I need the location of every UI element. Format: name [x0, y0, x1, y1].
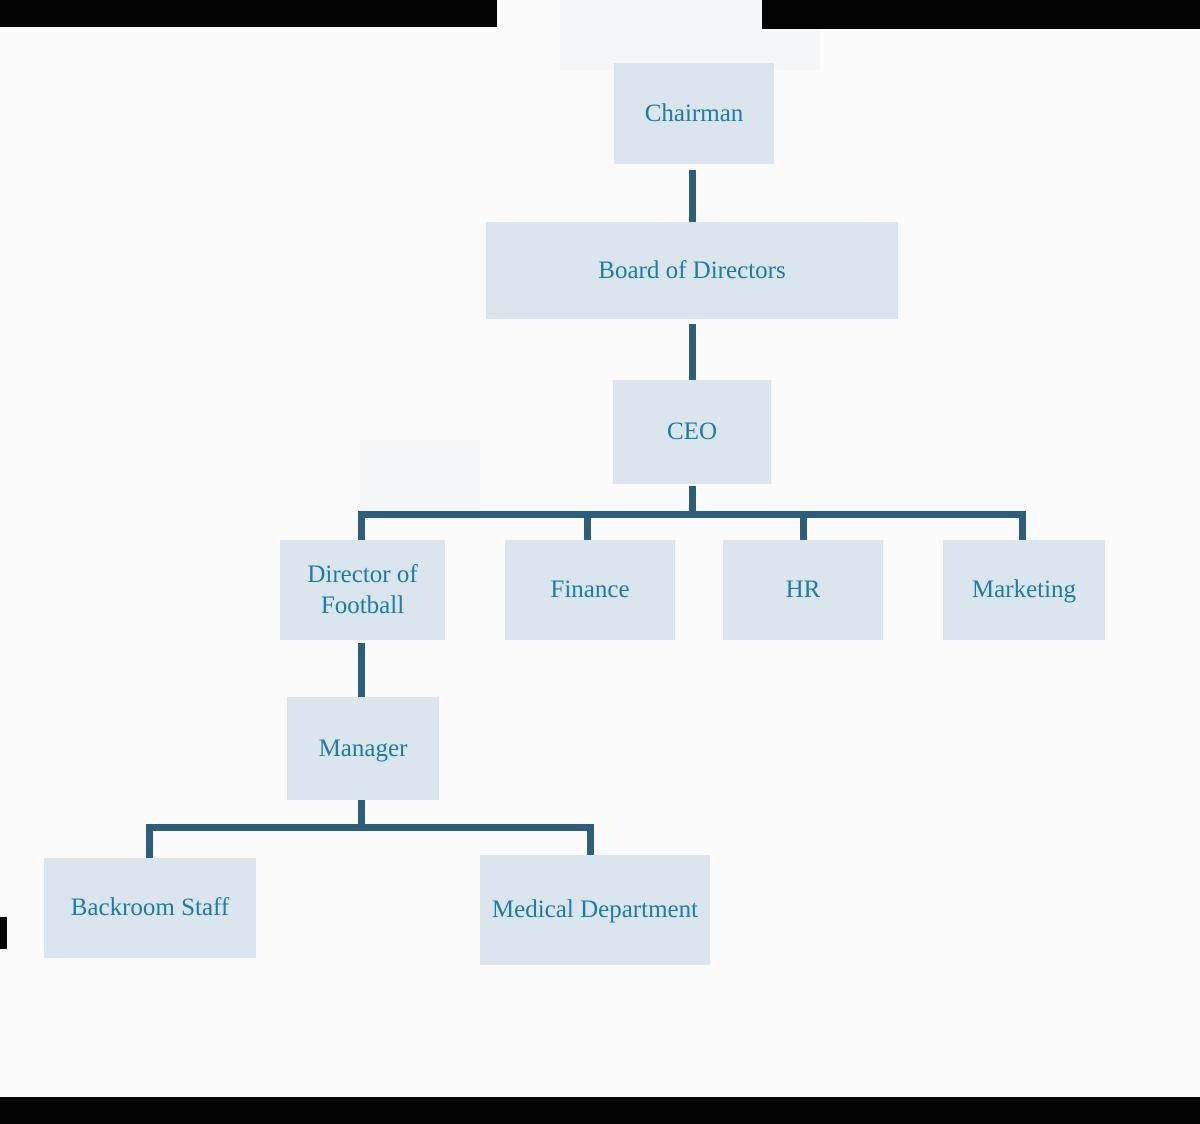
node-finance: Finance [505, 540, 675, 640]
node-chairman: Chairman [614, 63, 774, 164]
node-chairman-label: Chairman [644, 99, 744, 127]
node-ceo-label: CEO [667, 418, 717, 446]
node-board-of-directors: Board of Directors [486, 222, 898, 319]
top-right-border-bar [762, 0, 1200, 29]
node-finance-label: Finance [550, 576, 630, 604]
connector-drop-marketing [1019, 511, 1026, 541]
connector-ceo-bus [689, 486, 696, 516]
node-marketing: Marketing [943, 540, 1105, 640]
connector-board-ceo [689, 324, 696, 384]
connector-chairman-board [689, 170, 696, 226]
node-manager: Manager [287, 697, 439, 800]
connector-drop-finance [584, 514, 591, 541]
node-manager-label: Manager [318, 734, 408, 762]
top-left-border-bar [0, 0, 497, 27]
node-medical-department-label: Medical Department [491, 896, 699, 924]
node-backroom-staff: Backroom Staff [44, 858, 256, 958]
connector-drop-medical-department [587, 824, 594, 857]
left-edge-mark [0, 917, 7, 949]
connector-drop-backroom-staff [146, 824, 153, 860]
bottom-border-bar [0, 1097, 1200, 1124]
node-hr-label: HR [785, 576, 821, 604]
node-board-of-directors-label: Board of Directors [598, 256, 786, 284]
connector-drop-hr [800, 514, 807, 541]
node-medical-department: Medical Department [480, 855, 710, 965]
connector-bus-level6 [146, 824, 594, 831]
connector-director-manager [358, 643, 365, 700]
scan-tint-patch [360, 440, 480, 520]
connector-bus-level4 [358, 511, 1026, 518]
node-marketing-label: Marketing [971, 576, 1077, 604]
node-director-of-football: Director of Football [280, 540, 445, 640]
node-director-of-football-label: Director of Football [307, 560, 418, 619]
node-ceo: CEO [613, 380, 771, 484]
node-hr: HR [723, 540, 883, 640]
connector-drop-director-of-football [358, 511, 365, 541]
node-backroom-staff-label: Backroom Staff [70, 894, 230, 922]
connector-manager-bus [358, 800, 365, 828]
